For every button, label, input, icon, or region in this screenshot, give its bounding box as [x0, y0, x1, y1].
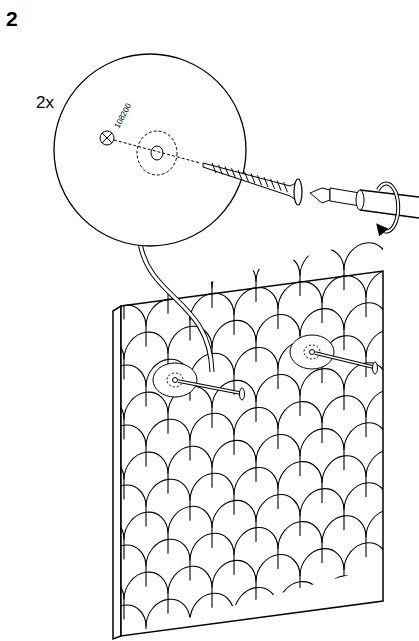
detail-circle [54, 54, 246, 246]
scale-pattern [58, 231, 419, 641]
magnifier-leader [140, 243, 212, 372]
detail-content [100, 131, 419, 231]
panel-edge [113, 306, 121, 639]
step-number: 2 [6, 8, 18, 29]
panel-screws [153, 335, 378, 400]
magnifier-leader [140, 243, 212, 372]
quantity-label: 2x [36, 94, 54, 111]
